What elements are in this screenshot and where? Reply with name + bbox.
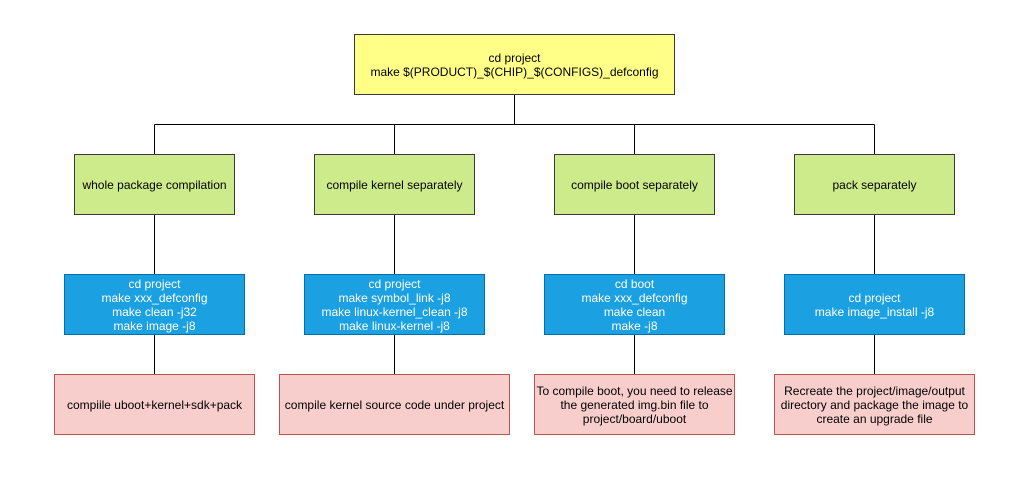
root-node: cd project make $(PRODUCT)_$(CHIP)_$(CON… (354, 34, 675, 95)
description-line: directory and package the image to (780, 397, 969, 412)
description-line: create an upgrade file (816, 411, 933, 426)
description-node-kernel: compile kernel source code under project (279, 374, 510, 435)
description-line: compile kernel source code under project (284, 397, 505, 412)
command-line: make clean (603, 304, 666, 319)
description-line: the generated img.bin file to (560, 397, 709, 412)
command-line: cd boot (614, 276, 655, 291)
category-label: compile boot separately (571, 177, 698, 192)
command-line: make clean -j32 (112, 304, 197, 319)
command-line: make image_install -j8 (814, 304, 935, 319)
command-line: make xxx_defconfig (101, 290, 208, 305)
description-line: To compile boot, you need to release (536, 383, 733, 398)
command-node-pack: cd project make image_install -j8 (784, 274, 965, 335)
command-line: cd project (368, 276, 421, 291)
description-node-boot: To compile boot, you need to release the… (534, 374, 735, 435)
command-line: make linux-kernel_clean -j8 (321, 304, 468, 319)
description-line: project/board/uboot (582, 411, 687, 426)
category-label: whole package compilation (82, 177, 227, 192)
command-node-kernel: cd project make symbol_link -j8 make lin… (304, 274, 485, 335)
category-label: compile kernel separately (326, 177, 463, 192)
command-node-whole-package: cd project make xxx_defconfig make clean… (64, 274, 245, 335)
category-node-pack: pack separately (794, 154, 955, 215)
description-line: Recreate the project/image/output (784, 383, 965, 398)
category-node-kernel: compile kernel separately (314, 154, 475, 215)
command-node-boot: cd boot make xxx_defconfig make clean ma… (544, 274, 725, 335)
category-node-whole-package: whole package compilation (74, 154, 235, 215)
root-line: cd project (488, 50, 541, 65)
description-line: compiile uboot+kernel+sdk+pack (66, 397, 243, 412)
command-line: make xxx_defconfig (581, 290, 688, 305)
command-line: make -j8 (611, 318, 658, 333)
description-node-whole-package: compiile uboot+kernel+sdk+pack (54, 374, 255, 435)
command-line: make symbol_link -j8 (338, 290, 451, 305)
command-line: cd project (128, 276, 181, 291)
command-line: cd project (848, 290, 901, 305)
category-label: pack separately (832, 177, 917, 192)
description-node-pack: Recreate the project/image/output direct… (774, 374, 975, 435)
command-line: make linux-kernel -j8 (339, 318, 450, 333)
command-line: make image -j8 (113, 318, 196, 333)
root-line: make $(PRODUCT)_$(CHIP)_$(CONFIGS)_defco… (370, 64, 659, 79)
category-node-boot: compile boot separately (554, 154, 715, 215)
